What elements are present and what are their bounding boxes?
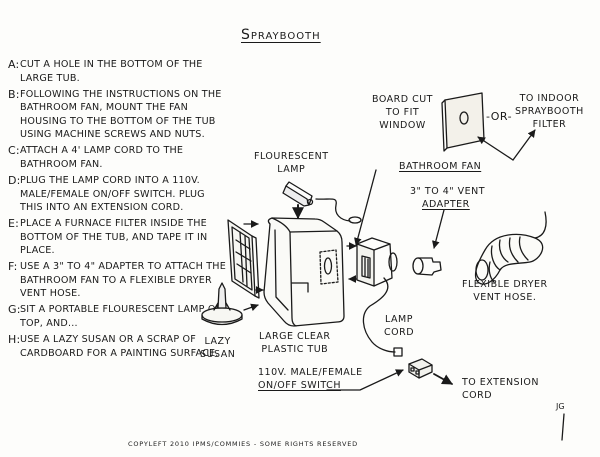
label-indoor-filter: To indoor spraybooth filter (515, 93, 584, 130)
step-text: Use a lazy susan or a scrap of cardboard… (20, 334, 219, 359)
label-lazy-susan: Lazy susan (200, 336, 236, 360)
step-e: E: Place a furnace filter inside the bot… (8, 217, 230, 258)
step-h: H: Use a lazy susan or a scrap of cardbo… (8, 333, 230, 360)
step-letter: H: (8, 333, 21, 347)
label-dryer-hose: Flexible dryer vent hose. (462, 279, 548, 303)
lamp-cord-icon (362, 277, 396, 353)
label-switch-2: on/off switch (258, 380, 341, 391)
window-board-icon (441, 92, 485, 152)
step-b: B: Following the instructions on the bat… (8, 88, 230, 142)
dryer-hose-icon (474, 211, 547, 285)
label-vent-adapter-1: 3" to 4" vent (410, 186, 486, 197)
step-f: F: Use a 3" to 4" adapter to attach the … (8, 260, 230, 301)
label-fluorescent-lamp: Flourescent lamp (254, 151, 329, 175)
instructions-list: A: Cut a hole in the bottom of the large… (8, 58, 230, 363)
onoff-switch-icon (408, 358, 433, 379)
furnace-filter-icon (227, 219, 260, 299)
arrow-lazy-susan (243, 303, 259, 312)
arrow-to-filter (512, 129, 536, 161)
label-lamp-cord: Lamp cord (384, 314, 415, 338)
copyright-footer: Copyleft 2010 IPMS/Commies - Some rights… (128, 440, 358, 448)
label-bathroom-fan: Bathroom fan (399, 161, 482, 172)
step-a: A: Cut a hole in the bottom of the large… (8, 58, 230, 85)
step-d: D: Plug the lamp cord into a 110v. male/… (8, 174, 230, 215)
arrow-to-switch (326, 369, 404, 391)
step-text: Plug the lamp cord into a 110v. male/fem… (20, 174, 205, 214)
step-letter: G: (8, 303, 21, 317)
step-letter: E: (8, 217, 20, 231)
diagram-title: Spraybooth (241, 27, 321, 43)
step-c: C: Attach a 4' lamp cord to the bathroom… (8, 144, 230, 171)
step-text: Place a furnace filter inside the bottom… (20, 218, 208, 257)
step-letter: C: (8, 144, 20, 158)
label-or: -or- (486, 110, 513, 123)
step-g: G: Sit a portable flourescent lamp on to… (8, 303, 230, 330)
label-vent-adapter-2: adapter (422, 199, 470, 210)
step-letter: B: (8, 87, 20, 101)
step-letter: D: (8, 173, 21, 187)
step-text: Cut a hole in the bottom of the large tu… (20, 59, 203, 84)
arrow-to-extension (433, 373, 453, 385)
step-text: Attach a 4' lamp cord to the bathroom fa… (20, 145, 184, 170)
arrow-to-board (477, 136, 514, 161)
arrow-vent-adapter (432, 209, 445, 249)
label-board: Board cut to fit window (372, 94, 433, 131)
plug-icon (393, 347, 403, 357)
lazy-susan-icon (201, 282, 243, 326)
fluorescent-lamp-icon (282, 181, 362, 224)
step-letter: F: (8, 260, 18, 274)
step-text: Sit a portable flourescent lamp on top, … (20, 304, 223, 330)
vent-adapter-icon (412, 257, 442, 276)
step-text: Following the instructions on the bathro… (20, 88, 222, 141)
label-plastic-tub: Large clear plastic tub (259, 331, 331, 355)
label-extension-cord: To extension cord (462, 377, 539, 401)
arrow-bathroom-fan (354, 169, 377, 246)
bathroom-fan-icon (356, 237, 398, 287)
artist-signature: JG (556, 402, 565, 411)
plastic-tub-icon (263, 217, 345, 327)
label-switch-1: 110v. male/female (258, 367, 363, 378)
step-text: Use a 3" to 4" adapter to attach the bat… (20, 261, 226, 300)
step-letter: A: (8, 58, 20, 71)
signature-mark (561, 413, 565, 441)
